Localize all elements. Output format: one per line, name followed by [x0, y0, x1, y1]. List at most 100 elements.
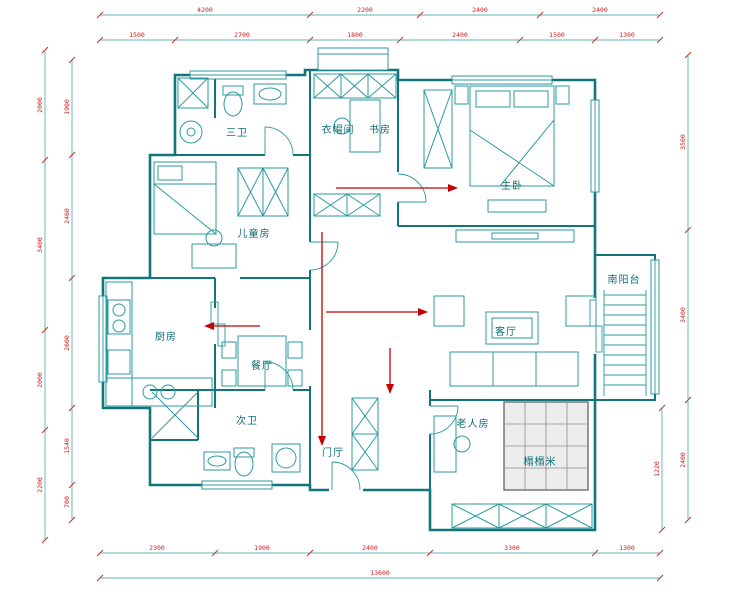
shower-icon: [177, 77, 209, 109]
toilet-icon: [234, 451, 254, 477]
dimension-label: 2400: [362, 544, 378, 552]
room-label-kids-room: 儿童房: [238, 227, 271, 240]
dimension-label: 1900: [63, 99, 71, 115]
room-label-foyer: 门厅: [322, 446, 344, 459]
chair-icon: [221, 369, 237, 387]
dimension-tick: [656, 574, 664, 582]
balcony-ladder-hatch: [603, 290, 647, 396]
dimension-label: 1900: [254, 544, 270, 552]
counter-icon: [105, 281, 133, 407]
dimension-label: 2000: [36, 97, 44, 113]
nightstand-icon: [454, 85, 469, 105]
master-bedroom-furniture: [423, 85, 570, 213]
sink-icon: [203, 451, 231, 471]
closet-icon: [313, 73, 397, 99]
dimension-label: 2200: [36, 477, 44, 493]
dimension-tick: [41, 426, 49, 434]
dimension-tick: [658, 526, 666, 534]
dimension-label: 2460: [63, 208, 71, 224]
dimension-label: 2700: [234, 31, 250, 39]
dimension-tick: [658, 404, 666, 412]
dimension-tick: [591, 549, 599, 557]
fridge-icon: [107, 349, 131, 375]
windows: [98, 47, 660, 490]
elder-room-furniture: [433, 401, 593, 529]
room-label-elder-room: 老人房: [457, 417, 490, 430]
room-label-bath-3: 三卫: [226, 128, 248, 139]
dimension-label: 3500: [679, 134, 687, 150]
armchair-icon: [565, 295, 597, 327]
dimension-label: 1500: [129, 31, 145, 39]
dimension-tick: [396, 36, 404, 44]
dimension-label: 1300: [619, 544, 635, 552]
chair-icon: [453, 435, 471, 453]
room-label-south-balcony: 南阳台: [608, 273, 641, 286]
door-bath3: [264, 126, 294, 156]
dimension-label: 13600: [370, 569, 390, 577]
dimension-tick: [211, 549, 219, 557]
toilet-icon: [223, 91, 243, 117]
chair-icon: [205, 229, 223, 247]
dimension-tick: [68, 56, 76, 64]
bed-icon: [153, 161, 217, 235]
dimension-label: 3400: [36, 237, 44, 253]
dimension-label: 3400: [679, 307, 687, 323]
dimension-tick: [516, 36, 524, 44]
bed-icon: [469, 85, 555, 187]
entry-opening: [329, 486, 363, 494]
dimension-tick: [591, 36, 599, 44]
tv-cabinet-icon: [455, 229, 575, 243]
dimension-label: 2200: [357, 6, 373, 14]
room-label-dining-room: 餐厅: [251, 359, 273, 372]
dimension-tick: [656, 11, 664, 19]
foyer-furniture: [351, 397, 379, 471]
window-seat: [451, 503, 593, 529]
dimension-label: 2600: [63, 335, 71, 351]
dimension-tick: [68, 274, 76, 282]
sink-icon: [142, 384, 158, 400]
dimension-label: 2400: [679, 452, 687, 468]
dimension-tick: [96, 36, 104, 44]
dimension-tick: [656, 549, 664, 557]
stove-icon: [107, 299, 131, 335]
dimension-tick: [306, 11, 314, 19]
dimension-tick: [171, 36, 179, 44]
dimension-tick: [68, 516, 76, 524]
chair-icon: [333, 117, 351, 135]
dimension-label: 1300: [619, 31, 635, 39]
wardrobe-icon: [423, 89, 453, 169]
dimension-tick: [684, 226, 692, 234]
dimension-label: 3300: [504, 544, 520, 552]
cloakroom-study-furniture: [313, 73, 397, 217]
dimension-tick: [41, 536, 49, 544]
room-label-master-bedroom: 主卧: [501, 179, 523, 192]
chair-icon: [287, 369, 303, 387]
dimension-label: 1540: [63, 438, 71, 454]
flow-arrows: [204, 184, 458, 446]
sofa-icon: [449, 351, 579, 387]
dimension-tick: [426, 549, 434, 557]
washer-icon: [271, 443, 301, 473]
window-bath2: [201, 480, 273, 490]
dimension-tick: [68, 151, 76, 159]
dimension-tick: [684, 396, 692, 404]
dimension-tick: [96, 549, 104, 557]
dimension-label: 2300: [149, 544, 165, 552]
dimension-label: 700: [63, 496, 71, 508]
washer-icon: [179, 120, 203, 144]
room-label-cloakroom: 衣帽间: [322, 123, 355, 136]
kitchen-furniture: [105, 281, 213, 407]
dimension-tick: [656, 36, 664, 44]
dimension-tick: [96, 11, 104, 19]
bay-window-top: [317, 47, 389, 71]
tv-icon: [491, 232, 539, 240]
door-kids-room: [309, 241, 339, 271]
dining-table-icon: [237, 335, 287, 387]
bath2-fixtures: [151, 391, 301, 477]
dimension-tick: [96, 574, 104, 582]
dimension-tick: [68, 404, 76, 412]
desk-icon: [191, 243, 237, 269]
room-label-kitchen: 厨房: [155, 330, 177, 343]
